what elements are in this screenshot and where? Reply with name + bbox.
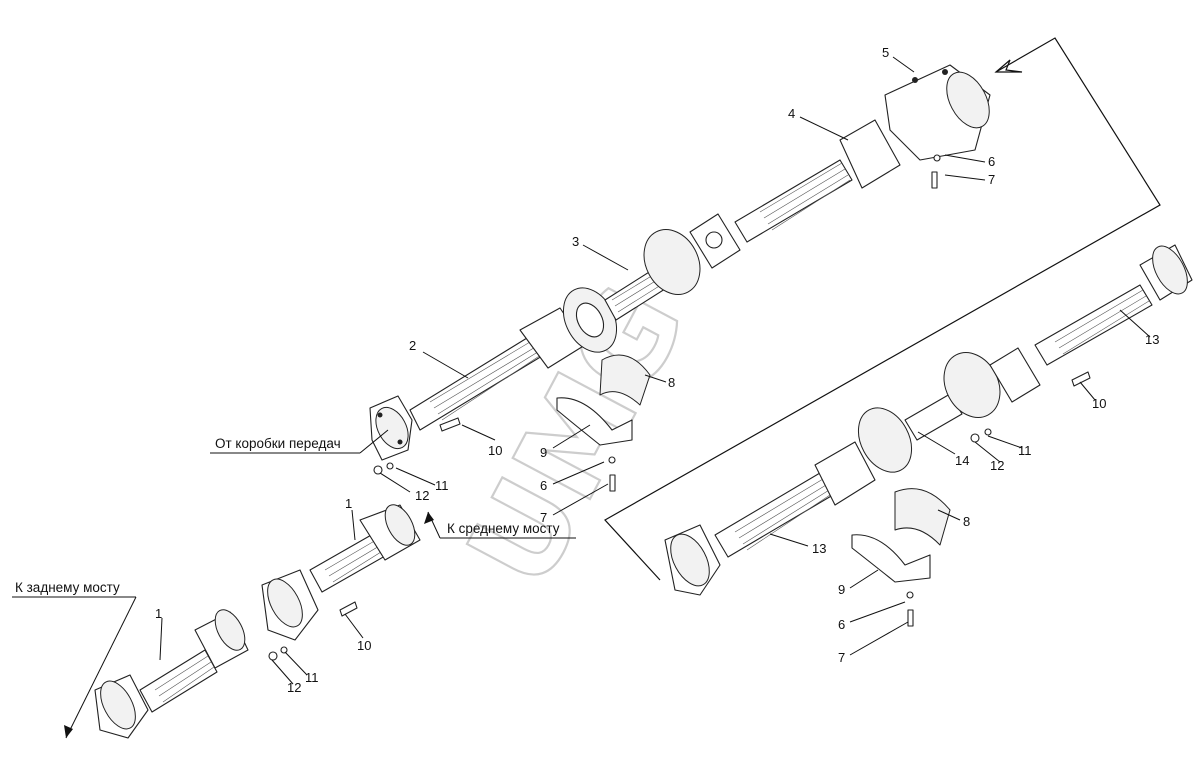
label-4: 4	[788, 106, 795, 121]
support-bracket-left	[556, 354, 651, 446]
from-gearbox-caption: От коробки передач	[215, 436, 341, 451]
leader-lines	[159, 56, 1151, 685]
label-9-left: 9	[540, 445, 547, 460]
caption-to-middle-axle: К среднему мосту	[424, 511, 576, 539]
label-10-middle: 10	[357, 638, 371, 653]
label-9-right: 9	[838, 582, 845, 597]
rear-axle-shaft	[94, 609, 249, 739]
label-5: 5	[882, 45, 889, 60]
support-bracket-right	[851, 488, 951, 583]
label-10-right: 10	[1092, 396, 1106, 411]
label-6-right: 6	[838, 617, 845, 632]
gearbox-flange	[369, 395, 413, 461]
label-8-left: 8	[668, 375, 675, 390]
label-12-middle: 12	[287, 680, 301, 695]
label-2: 2	[409, 338, 416, 353]
label-10-left: 10	[488, 443, 502, 458]
flow-guide-line	[604, 37, 1161, 581]
label-13-right: 13	[1145, 332, 1159, 347]
right-shaft-assembly	[664, 244, 1193, 596]
label-12-right: 12	[990, 458, 1004, 473]
label-7-top: 7	[988, 172, 995, 187]
label-3: 3	[572, 234, 579, 249]
to-middle-axle-caption: К среднему мосту	[447, 521, 560, 536]
upper-shaft-assembly	[369, 64, 991, 461]
label-8-right: 8	[963, 514, 970, 529]
label-14: 14	[955, 453, 969, 468]
label-11-right: 11	[1018, 443, 1032, 458]
label-1-rear: 1	[155, 606, 162, 621]
label-7-right: 7	[838, 650, 845, 665]
part-number-labels: 2 3 4 5 6 7 8 9 10 11 12 6 7 1 1 10 11 1…	[155, 45, 1159, 695]
hardware	[268, 154, 1091, 661]
label-12-left: 12	[415, 488, 429, 503]
label-11-middle: 11	[305, 670, 319, 685]
label-11-left: 11	[435, 478, 449, 493]
caption-from-gearbox: От коробки передач	[210, 429, 389, 454]
caption-to-rear-axle: К заднему мосту	[12, 580, 137, 739]
label-6-top: 6	[988, 154, 995, 169]
label-6-left: 6	[540, 478, 547, 493]
middle-axle-shaft	[261, 504, 421, 641]
label-7-left: 7	[540, 510, 547, 525]
label-1-middle: 1	[345, 496, 352, 511]
label-13-left: 13	[812, 541, 826, 556]
to-rear-axle-caption: К заднему мосту	[15, 580, 120, 595]
